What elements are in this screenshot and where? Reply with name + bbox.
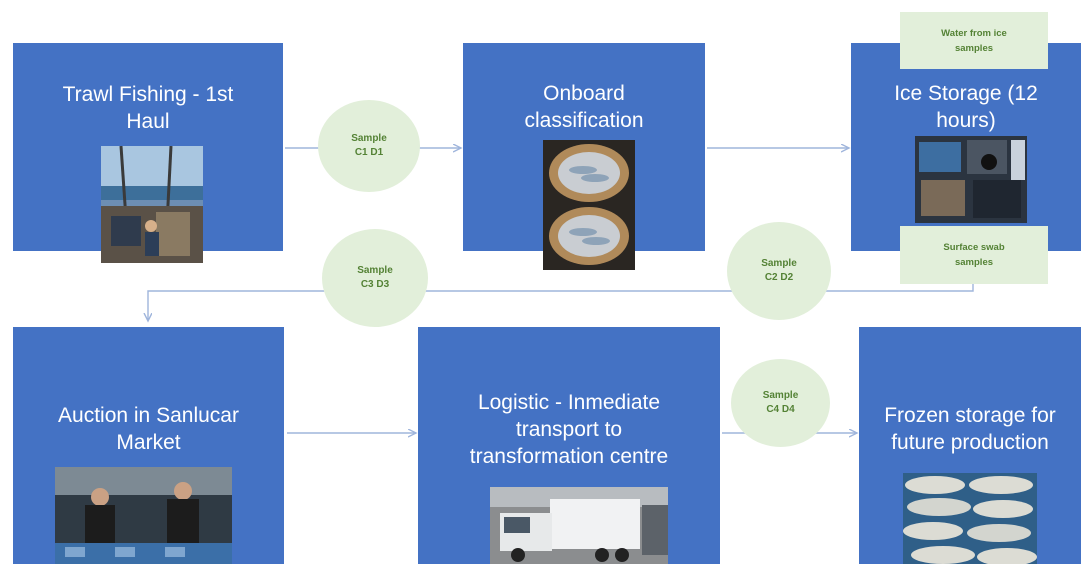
note-surface-swab: Surface swab samples [900,226,1048,284]
sample-c4-d4: Sample C4 D4 [731,359,830,447]
step-title: Frozen storage for future production [884,404,1056,454]
sample-c1-d1: Sample C1 D1 [318,100,420,192]
step-logistic: Logistic - Inmediate transport to transf… [418,327,720,564]
truck-photo [490,487,668,564]
frozen-fish-photo [903,473,1037,564]
note-text: Surface swab samples [943,242,1005,268]
step-title: Onboard classification [524,82,644,132]
step-frozen-storage: Frozen storage for future production [859,327,1081,564]
fish-baskets-photo [543,140,635,270]
step-title: Trawl Fishing - 1st Haul [62,83,234,133]
ice-storage-photo [915,136,1027,223]
step-ice-storage: Ice Storage (12 hours) [851,43,1081,251]
note-water-from-ice: Water from ice samples [900,12,1048,69]
step-trawl-fishing: Trawl Fishing - 1st Haul [13,43,283,263]
sample-c2-d2: Sample C2 D2 [727,222,831,320]
arrow-ice-to-auction [148,284,974,321]
sample-c3-d3: Sample C3 D3 [322,229,428,327]
trawler-photo [101,146,203,263]
step-onboard-classification: Onboard classification [463,43,705,270]
sample-label: Sample C3 D3 [357,265,393,290]
note-text: Water from ice samples [941,27,1007,54]
sample-label: Sample C4 D4 [762,390,799,415]
step-auction: Auction in Sanlucar Market [13,327,284,564]
sample-label: Sample C2 D2 [761,258,797,283]
sample-label: Sample C1 D1 [351,133,387,158]
step-title: Auction in Sanlucar Market [58,404,239,454]
step-title: Logistic - Inmediate transport to transf… [469,391,669,468]
auction-photo [55,467,232,564]
step-title: Ice Storage (12 hours) [894,82,1038,132]
